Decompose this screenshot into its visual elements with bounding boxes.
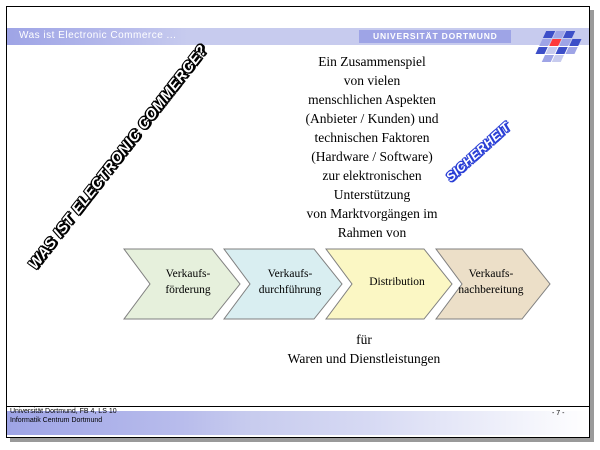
step-label-verkaufsnachbereitung: Verkaufs- nachbereitung: [446, 266, 536, 298]
page-number: - 7 -: [552, 410, 565, 417]
intro-line: von vielen: [343, 73, 401, 88]
outro-line: Waren und Dienstleistungen: [287, 351, 441, 366]
intro-line: Rahmen von: [337, 225, 407, 240]
chevron-verkaufsfoerderung: [123, 248, 241, 320]
slide: Was ist Electronic Commerce ... UNIVERSI…: [6, 6, 590, 438]
step-label-verkaufsdurchfuehrung: Verkaufs- durchführung: [250, 266, 330, 298]
intro-line: (Hardware / Software): [311, 149, 433, 164]
footer-line: Universität Dortmund, FB 4, LS 10: [10, 408, 117, 415]
chevron-verkaufsnachbereitung: [435, 248, 551, 320]
header-title-bar: [7, 28, 187, 45]
step-line: Distribution: [369, 276, 425, 288]
step-label-distribution: Distribution: [356, 274, 438, 290]
step-line: förderung: [165, 284, 211, 296]
footer-divider: [7, 406, 589, 407]
intro-line: menschlichen Aspekten: [308, 92, 436, 107]
step-line: Verkaufs-: [165, 268, 211, 280]
university-name: UNIVERSITÄT DORTMUND: [373, 31, 498, 41]
step-line: Verkaufs-: [267, 268, 313, 280]
step-line: Verkaufs-: [468, 268, 514, 280]
university-bar: [359, 30, 511, 43]
step-label-verkaufsfoerderung: Verkaufs- förderung: [152, 266, 224, 298]
intro-line: von Marktvorgängen im: [306, 206, 438, 221]
step-line: nachbereitung: [458, 284, 524, 296]
header-title: Was ist Electronic Commerce ...: [19, 30, 177, 41]
intro-line: technischen Faktoren: [314, 130, 430, 145]
intro-line: (Anbieter / Kunden) und: [305, 111, 439, 126]
chevron-distribution: [325, 248, 453, 320]
intro-text: Ein Zusammenspiel von vielen menschliche…: [272, 52, 472, 242]
footer-institution: Universität Dortmund, FB 4, LS 10 Inform…: [10, 407, 117, 425]
intro-line: Unterstützung: [333, 187, 411, 202]
intro-line: zur elektronischen: [322, 168, 422, 183]
chevron-verkaufsdurchfuehrung: [223, 248, 343, 320]
footer-bar: [7, 411, 589, 435]
outro-line: für: [356, 332, 372, 347]
intro-line: Ein Zusammenspiel: [318, 54, 426, 69]
outro-text: für Waren und Dienstleistungen: [254, 330, 474, 368]
footer-line: Informatik Centrum Dortmund: [10, 417, 103, 424]
university-logo-icon: [535, 31, 586, 62]
step-line: durchführung: [258, 284, 322, 296]
